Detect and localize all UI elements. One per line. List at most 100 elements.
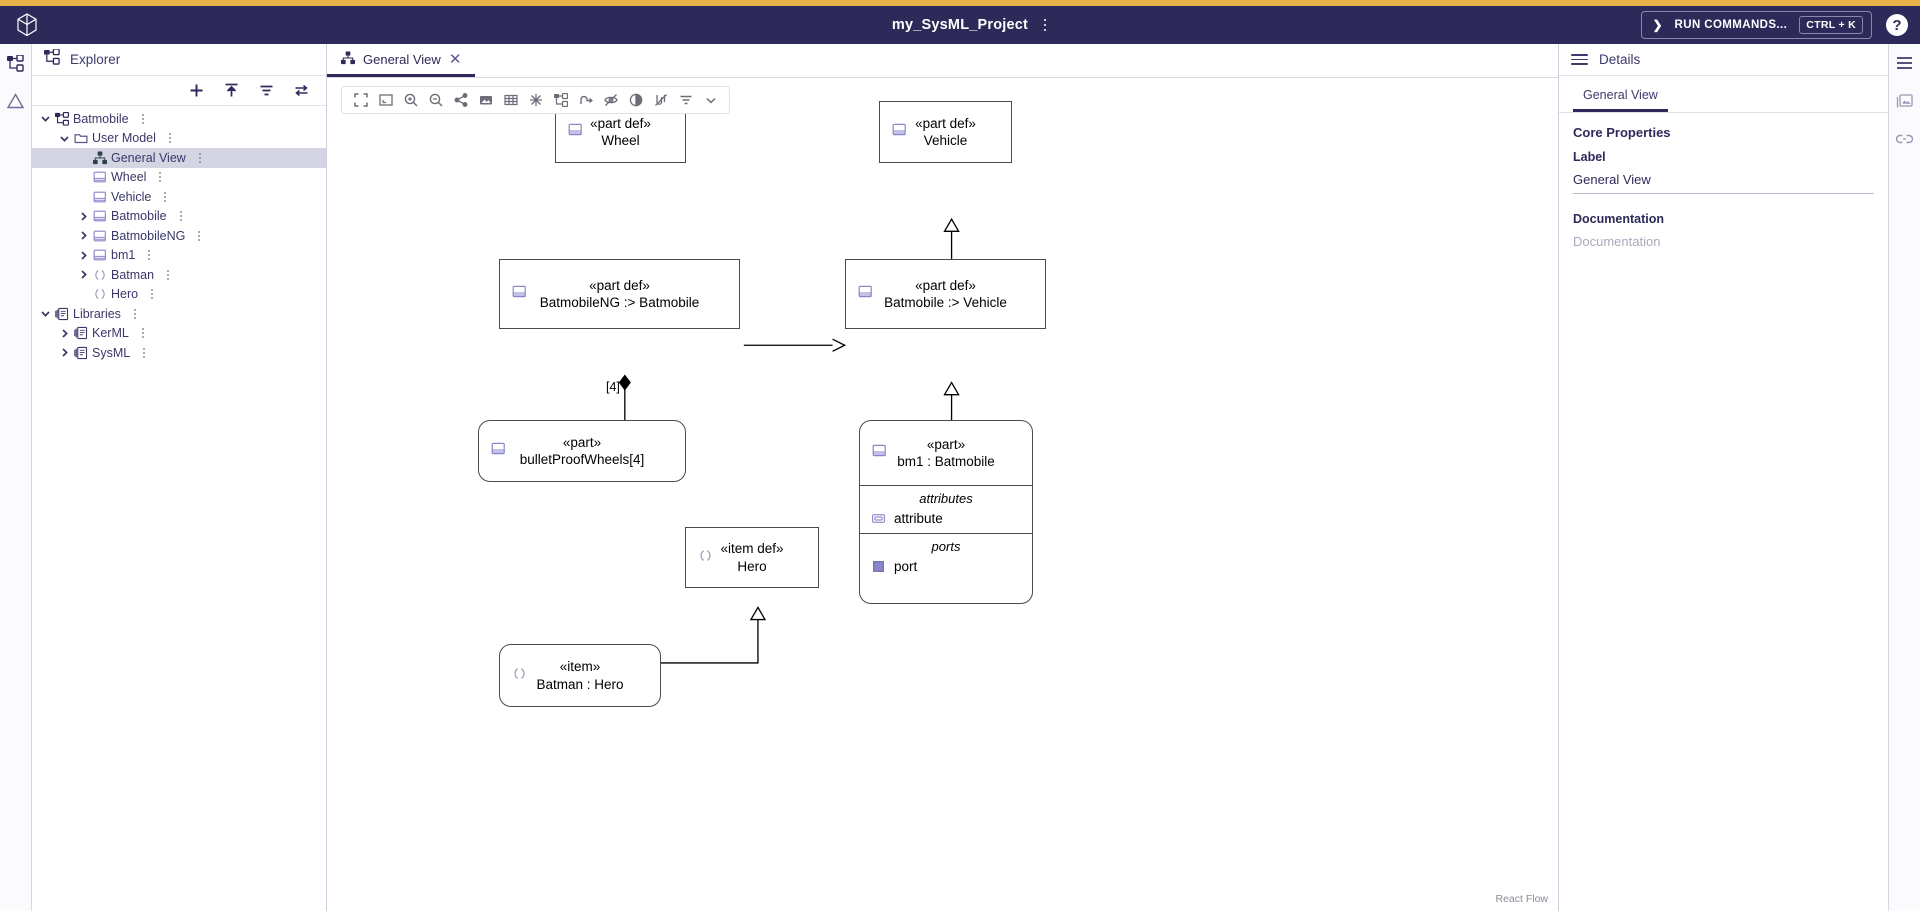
chevron-down-icon[interactable] (38, 308, 53, 319)
chevron-right-icon[interactable] (76, 230, 91, 241)
tree-item-label: Batmobile (73, 111, 129, 126)
filter-icon[interactable] (673, 87, 698, 113)
diagram-node-herodef[interactable]: «item def»Hero (685, 527, 819, 588)
item-icon (698, 548, 713, 563)
tree-item-general-view[interactable]: General View (32, 148, 326, 168)
row-menu-icon[interactable] (163, 268, 173, 282)
tree-item-libraries[interactable]: Libraries (32, 304, 326, 324)
tree-item-bm1[interactable]: bm1 (32, 246, 326, 266)
upload-icon[interactable] (222, 82, 240, 100)
link-icon[interactable] (1894, 128, 1916, 150)
tree-item-kerml[interactable]: KerML (32, 324, 326, 344)
zoom-out-icon[interactable] (423, 87, 448, 113)
tree-item-batman[interactable]: Batman (32, 265, 326, 285)
documentation-field[interactable] (1573, 234, 1874, 255)
cube-logo-icon[interactable] (0, 13, 54, 37)
close-icon[interactable]: ✕ (448, 50, 462, 68)
row-menu-icon[interactable] (147, 287, 157, 301)
tree-item-vehicle[interactable]: Vehicle (32, 187, 326, 207)
chevron-right-icon[interactable] (76, 211, 91, 222)
diagram-node-batmobileng[interactable]: «part def»BatmobileNG :> Batmobile (499, 259, 740, 329)
add-icon[interactable] (187, 82, 205, 100)
validation-warning-icon[interactable] (5, 90, 27, 112)
contrast-icon[interactable] (623, 87, 648, 113)
row-menu-icon[interactable] (155, 170, 165, 184)
help-icon[interactable]: ? (1886, 14, 1908, 36)
node-name: Wheel (601, 133, 640, 148)
model-explorer-icon[interactable] (5, 52, 27, 74)
grid-icon[interactable] (498, 87, 523, 113)
row-menu-icon[interactable] (176, 209, 186, 223)
hamburger-icon[interactable] (1571, 53, 1588, 66)
diagram-node-vehicle[interactable]: «part def»Vehicle (879, 101, 1012, 163)
zoom-in-icon[interactable] (398, 87, 423, 113)
fit-selection-icon[interactable] (373, 87, 398, 113)
filter-icon[interactable] (257, 82, 275, 100)
chevron-right-icon[interactable] (76, 269, 91, 280)
tree-item-batmobile[interactable]: Batmobile (32, 109, 326, 129)
hamburger-icon[interactable] (1894, 52, 1916, 74)
editor-area: General View ✕ (327, 44, 1558, 911)
top-bar: my_SysML_Project ❯ RUN COMMANDS... CTRL … (0, 6, 1920, 44)
tree-item-label: KerML (92, 326, 129, 340)
row-menu-icon[interactable] (138, 326, 148, 340)
overflow-menu-icon[interactable] (1036, 14, 1054, 36)
tree-item-batmobileng[interactable]: BatmobileNG (32, 226, 326, 246)
align-icon[interactable] (523, 87, 548, 113)
chevron-right-icon[interactable] (57, 328, 72, 339)
tree-item-sysml[interactable]: SysML (32, 343, 326, 363)
row-menu-icon[interactable] (138, 112, 148, 126)
redo-arrow-icon[interactable] (573, 87, 598, 113)
diagram-node-batmobile[interactable]: «part def»Batmobile :> Vehicle (845, 259, 1046, 329)
tree-item-hero[interactable]: Hero (32, 285, 326, 305)
export-image-icon[interactable] (473, 87, 498, 113)
row-menu-icon[interactable] (139, 346, 149, 360)
chevron-right-icon[interactable] (76, 250, 91, 261)
hierarchy-layout-icon[interactable] (548, 87, 573, 113)
label-field[interactable] (1573, 172, 1874, 194)
compartment-row[interactable]: attribute (860, 511, 1032, 526)
images-icon[interactable] (1894, 90, 1916, 112)
diagram-node-wheels[interactable]: «part»bulletProofWheels[4] (478, 420, 686, 482)
node-header: «item»Batman : Hero (500, 645, 660, 706)
run-commands-button[interactable]: ❯ RUN COMMANDS... CTRL + K (1641, 11, 1872, 39)
diagram-node-batman[interactable]: «item»Batman : Hero (499, 644, 661, 707)
run-commands-label: RUN COMMANDS... (1674, 19, 1788, 31)
node-stereotype: «item def» (720, 541, 784, 556)
row-menu-icon[interactable] (165, 131, 175, 145)
chevron-right-icon: ❯ (1652, 18, 1663, 32)
tree-item-batmobile[interactable]: Batmobile (32, 207, 326, 227)
node-name: Vehicle (923, 133, 968, 148)
tab-general-view[interactable]: General View ✕ (327, 44, 476, 77)
tree-item-label: Wheel (111, 170, 147, 184)
fit-to-screen-icon[interactable] (348, 87, 373, 113)
documentation-field-label: Documentation (1573, 212, 1664, 226)
compartment-row[interactable]: port (860, 559, 1032, 574)
tree-item-label: Batman (111, 267, 155, 282)
tree-item-user-model[interactable]: User Model (32, 129, 326, 149)
row-menu-icon[interactable] (195, 151, 205, 165)
tree-item-label: User Model (92, 131, 156, 145)
details-panel: Details General View Core Properties Lab… (1558, 44, 1888, 911)
row-menu-icon[interactable] (130, 307, 140, 321)
row-menu-icon[interactable] (160, 190, 170, 204)
share-icon[interactable] (448, 87, 473, 113)
row-menu-icon[interactable] (144, 248, 154, 262)
tree-item-wheel[interactable]: Wheel (32, 168, 326, 188)
chevron-down-icon[interactable] (57, 133, 72, 144)
accent-strip (0, 0, 1920, 6)
node-header: «part»bulletProofWheels[4] (479, 421, 685, 481)
diagram-canvas[interactable]: «part def»Wheel«part def»Vehicle«part de… (327, 78, 1558, 911)
sync-icon[interactable] (292, 82, 310, 100)
hide-icon[interactable] (598, 87, 623, 113)
hide-edge-icon[interactable] (648, 87, 673, 113)
row-menu-icon[interactable] (194, 229, 204, 243)
chevron-right-icon[interactable] (57, 347, 72, 358)
chevron-down-icon[interactable] (698, 87, 723, 113)
tab-general-view-details[interactable]: General View (1573, 84, 1668, 112)
topbar-actions: ❯ RUN COMMANDS... CTRL + K ? (1641, 11, 1908, 39)
chevron-down-icon[interactable] (38, 113, 53, 124)
tab-label: General View (363, 51, 441, 67)
